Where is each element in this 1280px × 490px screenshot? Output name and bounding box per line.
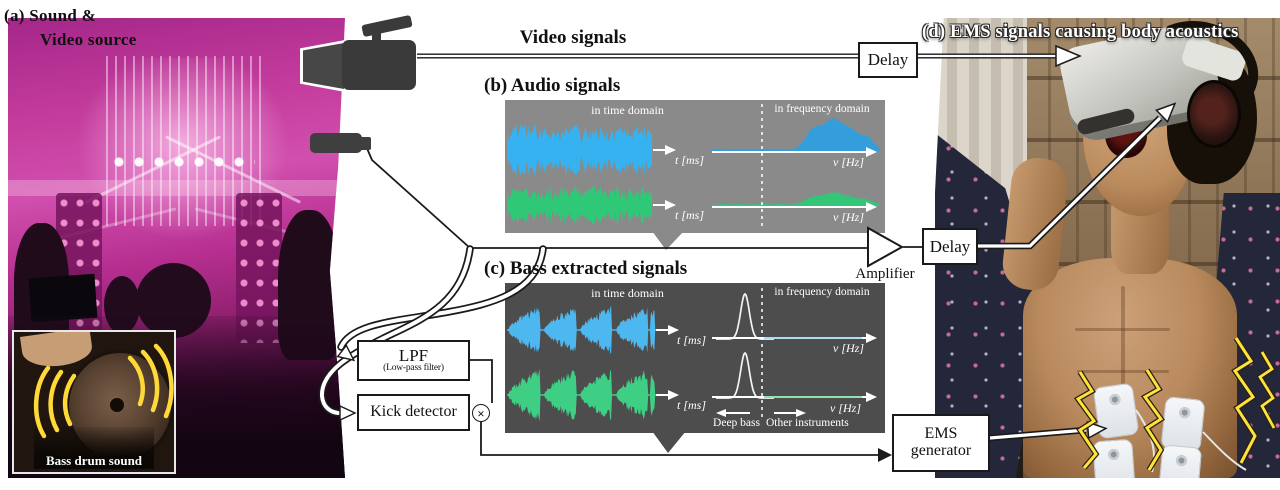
audio-spectrum-blue [712, 118, 880, 151]
electrode-snap [1108, 393, 1122, 406]
video-signals-label: Video signals [519, 27, 627, 48]
video-delay-box: Delay [858, 42, 918, 78]
camera-body [342, 40, 416, 90]
kick-detector-box: Kick detector [357, 394, 470, 431]
ems-generator-box: EMS generator [892, 414, 990, 472]
camera-post [372, 28, 381, 46]
audio-spectrum-green [712, 192, 880, 206]
ems-label-line2: generator [910, 442, 972, 459]
ems-input-arrowhead [878, 448, 892, 462]
panel-b-heading: (b) Audio signals [484, 75, 621, 96]
ems-electrode-pad [1157, 444, 1203, 478]
dancer-silhouettes [110, 148, 255, 175]
stage-photo: Bass drum sound [8, 18, 345, 478]
drum-hardware [34, 427, 154, 469]
ems-electrode-pad [1092, 438, 1136, 478]
panel-d-title: (d) EMS signals causing body acoustics [922, 22, 1239, 42]
headphone-earcup [1187, 80, 1241, 148]
microphone-body [310, 133, 362, 153]
camera-lens [303, 43, 344, 89]
deep-bass-label: Deep bass [713, 417, 760, 429]
ems-electrode-pad [1160, 396, 1206, 452]
lpf-label: LPF [398, 345, 429, 365]
bass-extracted-panel: in time domain in frequency domain t [ms… [505, 283, 885, 433]
time-axis-label: t [ms] [677, 333, 707, 347]
time-domain-label: in time domain [591, 103, 664, 117]
freq-domain-label: in frequency domain [774, 103, 870, 115]
abs-shading [1077, 370, 1169, 373]
freq-axis-label: ν [Hz] [830, 401, 862, 415]
audio-waveform-right-channel [507, 184, 652, 226]
other-instruments-label: Other instruments [766, 417, 849, 429]
panel-a-title-line2: Video source [40, 30, 137, 49]
audio-waveform-left-channel [507, 124, 652, 176]
panel-c-callout-tail [652, 431, 686, 453]
freq-axis-label: ν [Hz] [833, 155, 865, 169]
sound-wave-arcs [33, 343, 174, 439]
tube-arrowhead-kick [339, 404, 357, 422]
ems-electrode-pad [1092, 382, 1140, 440]
bass-spectrum-peak [716, 292, 774, 340]
freq-domain-label: in frequency domain [774, 286, 870, 298]
time-domain-label: in time domain [591, 286, 664, 300]
freq-axis-label: ν [Hz] [833, 210, 865, 224]
ems-label-line1: EMS [924, 425, 958, 443]
music-stand-silhouette [28, 273, 98, 323]
panel-a-title-line1: (a) Sound & [4, 6, 97, 25]
electrode-snap [1178, 406, 1191, 419]
time-axis-label: t [ms] [675, 208, 705, 222]
amplifier-label: Amplifier [855, 266, 915, 282]
bass-drum-inset-photo: Bass drum sound [12, 330, 176, 474]
bass-burst-waveform-green [507, 368, 657, 422]
panel-b-callout-tail [652, 231, 684, 250]
abs-shading [1121, 286, 1125, 436]
time-axis-label: t [ms] [677, 398, 707, 412]
time-axis-label: t [ms] [675, 153, 705, 167]
electrode-snap [1107, 448, 1120, 461]
inset-caption: Bass drum sound [45, 453, 143, 468]
performer-ems-photo [935, 18, 1280, 478]
junction-dot [467, 245, 473, 251]
bass-burst-waveform-blue [507, 306, 657, 354]
lpf-box: LPF (Low-pass filter) [357, 340, 470, 381]
lpf-sublabel: (Low-pass filter) [383, 363, 444, 374]
audio-signals-panel: in time domain in frequency domain t [ms… [505, 100, 885, 233]
tube-arrowhead-lpf [336, 344, 356, 362]
abs-shading [1075, 328, 1170, 331]
bass-drum-hole [110, 398, 124, 412]
video-camera-icon [300, 14, 422, 96]
audio-delay-box: Delay [922, 228, 978, 265]
amplifier-icon [867, 226, 905, 268]
stage-floor-band [8, 180, 345, 196]
multiply-icon: × [472, 404, 490, 422]
freq-axis-label: ν [Hz] [833, 341, 865, 355]
bass-spectrum-peak [716, 351, 774, 399]
electrode-snap [1175, 454, 1188, 467]
microphone-clamp [360, 137, 371, 150]
camera-handle [361, 14, 413, 38]
panel-c-heading: (c) Bass extracted signals [484, 258, 688, 279]
microphone-icon [310, 128, 380, 173]
